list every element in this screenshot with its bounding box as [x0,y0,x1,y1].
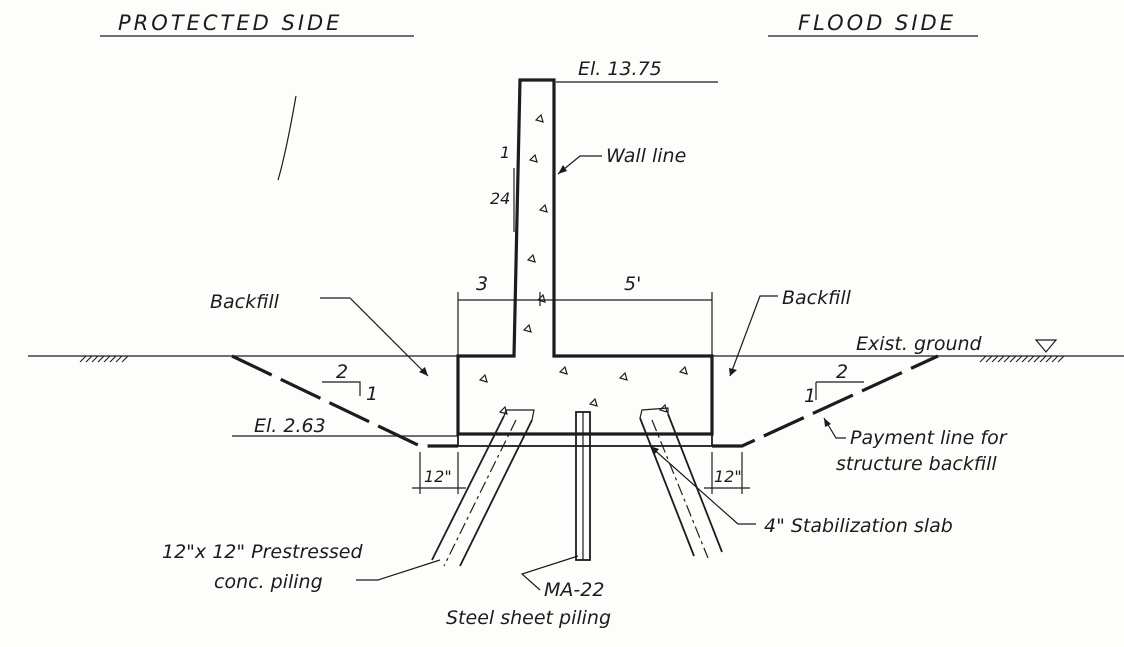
pencil-mark [277,95,297,181]
backfill-left-arrow [419,367,428,376]
prestressed-pile-right [639,413,723,557]
ground-hatch-right [979,355,1065,363]
wall-line-label: Wall line [606,145,686,167]
ground-hatch-left [79,355,129,363]
flood-side-heading: FLOOD SIDE [798,11,956,35]
slope-right-run: 2 [836,361,848,383]
heel-dimension: 3 [476,273,488,295]
slope-triangle-right [815,381,864,400]
piling-leader [356,559,441,581]
payment-line-right [712,354,939,448]
clearance-left: 12" [424,467,452,486]
sheet-pile-id: MA-22 [544,579,604,601]
floodwall-concrete [456,78,714,436]
stabilization-slab-leader [649,445,756,525]
slope-left-run: 2 [336,361,348,383]
pile-left-centerline [443,419,517,567]
slope-left-rise: 1 [366,383,378,405]
ground-symbol [1034,339,1058,353]
aggregate-marks [478,113,688,415]
pile-right-head [639,407,669,419]
backfill-right-leader [729,295,778,377]
stabilization-slab-arrow [650,446,659,455]
pile-right-centerline [651,419,709,559]
payment-line-left [231,354,458,448]
backfill-left-label: Backfill [210,291,280,313]
payment-line-arrow [824,418,831,427]
sheet-pile-leader [520,555,579,591]
slope-triangle-left [322,381,361,396]
piling-label-2: conc. piling [214,571,323,593]
payment-line-label-2: structure backfill [836,453,997,475]
toe-dimension: 5' [624,273,641,295]
wall-line-arrow [558,165,567,174]
sheet-pile-label: Steel sheet piling [446,607,611,629]
clearance-right: 12" [714,467,742,486]
backfill-left-leader [320,297,429,377]
wall-line-leader [557,155,602,175]
backfill-right-arrow [729,368,737,376]
elevation-base: El. 2.63 [254,415,326,437]
piling-label-1: 12"x 12" Prestressed [162,541,363,563]
prestressed-pile-left [431,415,533,567]
slope-right-rise: 1 [804,385,816,407]
batter-run: 24 [490,189,510,208]
exist-ground-label: Exist. ground [856,333,983,355]
stabilization-slab-label: 4" Stabilization slab [764,515,953,537]
stabilization-slab [457,433,713,447]
pile-left-head [503,409,535,421]
batter-rise: 1 [500,143,510,162]
elevation-top: El. 13.75 [578,58,662,80]
backfill-right-label: Backfill [782,287,852,309]
protected-side-heading: PROTECTED SIDE [118,11,342,35]
payment-line-label-1: Payment line for [850,427,1008,449]
